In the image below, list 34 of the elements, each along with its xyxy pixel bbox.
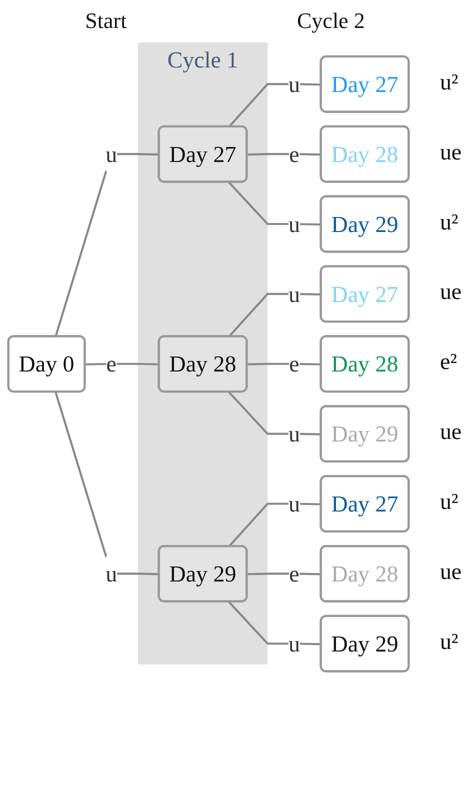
column-heading: Cycle 2 bbox=[297, 8, 365, 34]
connector bbox=[247, 362, 322, 366]
connector bbox=[85, 362, 160, 366]
connector bbox=[54, 392, 160, 576]
node-caption: u² bbox=[440, 209, 458, 234]
node-caption: u² bbox=[440, 628, 458, 654]
edge-label: u bbox=[288, 420, 300, 447]
connector bbox=[228, 391, 322, 436]
edge-label: e bbox=[289, 141, 300, 168]
connector bbox=[228, 182, 322, 226]
edge-label: u bbox=[288, 280, 300, 307]
edge-label: u bbox=[288, 630, 300, 657]
node-caption: ue bbox=[440, 558, 462, 584]
edge-label: u bbox=[288, 210, 300, 238]
column-heading: Start bbox=[85, 8, 127, 34]
edge-label: u bbox=[288, 490, 300, 517]
edge-label: u bbox=[106, 560, 118, 587]
node-caption: e² bbox=[440, 349, 458, 374]
connector bbox=[228, 292, 322, 338]
connector bbox=[247, 572, 322, 576]
connector bbox=[54, 153, 160, 338]
node-caption: u² bbox=[440, 69, 458, 94]
edge-label: e bbox=[289, 350, 300, 377]
connector bbox=[228, 601, 322, 646]
edge-label: u bbox=[106, 141, 118, 168]
edge-label: e bbox=[106, 350, 116, 377]
node-caption: ue bbox=[440, 279, 462, 304]
edge-label: e bbox=[289, 560, 300, 587]
node-caption: u² bbox=[440, 489, 458, 514]
connector bbox=[228, 502, 322, 548]
edge-label: u bbox=[288, 71, 300, 98]
node-caption: ue bbox=[440, 139, 462, 164]
connector bbox=[247, 153, 322, 156]
node-caption: ue bbox=[440, 419, 462, 444]
